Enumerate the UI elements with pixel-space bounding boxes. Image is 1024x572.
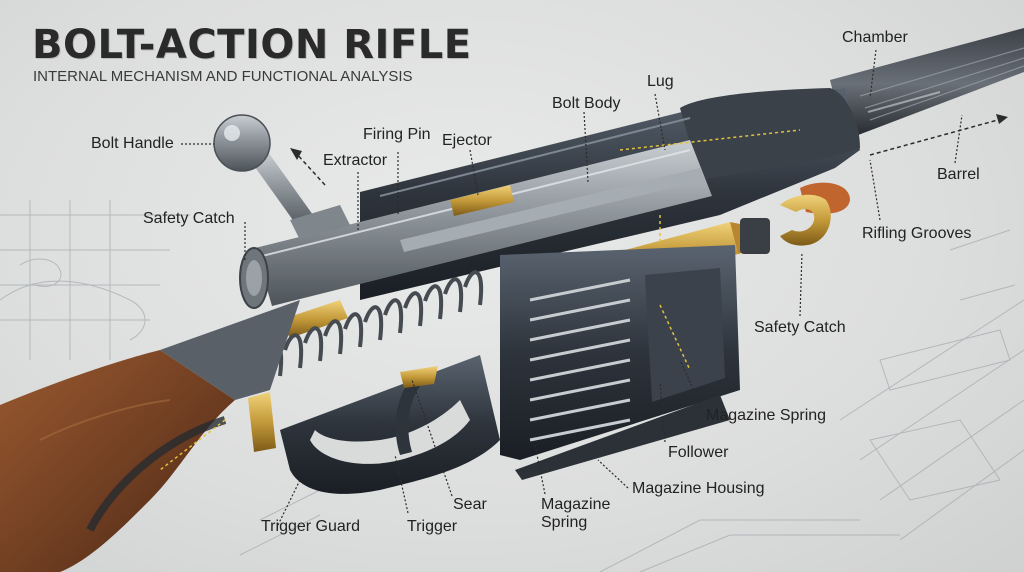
label-bolt-handle: Bolt Handle <box>91 135 174 152</box>
label-follower: Follower <box>668 444 729 461</box>
rotation-arrow <box>294 117 1006 186</box>
brass-parts <box>248 185 514 452</box>
label-magazine-spring-bottom: Magazine Spring <box>541 496 611 531</box>
trigger-assembly <box>280 355 500 494</box>
barrel-arrow-head <box>996 114 1008 124</box>
label-extractor: Extractor <box>323 152 388 169</box>
safety-catch-hook <box>740 194 831 254</box>
label-ejector: Ejector <box>442 132 492 149</box>
wooden-stock <box>0 300 300 572</box>
label-trigger: Trigger <box>407 518 458 535</box>
label-trigger-guard: Trigger Guard <box>261 518 360 535</box>
handle-arrow-head <box>290 148 302 160</box>
leader-lines <box>181 49 963 526</box>
label-sear: Sear <box>453 496 487 513</box>
motion-arrows <box>159 129 801 471</box>
page-subtitle: INTERNAL MECHANISM AND FUNCTIONAL ANALYS… <box>33 68 413 85</box>
label-bolt-body: Bolt Body <box>552 95 621 112</box>
label-rifling-grooves: Rifling Grooves <box>862 225 972 242</box>
label-safety-catch-left: Safety Catch <box>143 210 235 227</box>
label-lug: Lug <box>647 73 674 90</box>
blueprint-background <box>0 200 1024 572</box>
label-magazine-spring-right: Magazine Spring <box>706 407 827 424</box>
label-chamber: Chamber <box>842 29 908 46</box>
barrel <box>830 28 1024 140</box>
page-title: BOLT-ACTION RIFLE <box>32 22 472 68</box>
label-magazine-housing: Magazine Housing <box>632 480 765 497</box>
label-barrel: Barrel <box>937 166 980 183</box>
magazine-housing <box>500 245 740 480</box>
label-firing-pin: Firing Pin <box>363 126 431 143</box>
magazine-spring-coils <box>529 278 631 442</box>
bolt-handle <box>213 114 350 240</box>
label-safety-catch-right: Safety Catch <box>754 319 846 336</box>
